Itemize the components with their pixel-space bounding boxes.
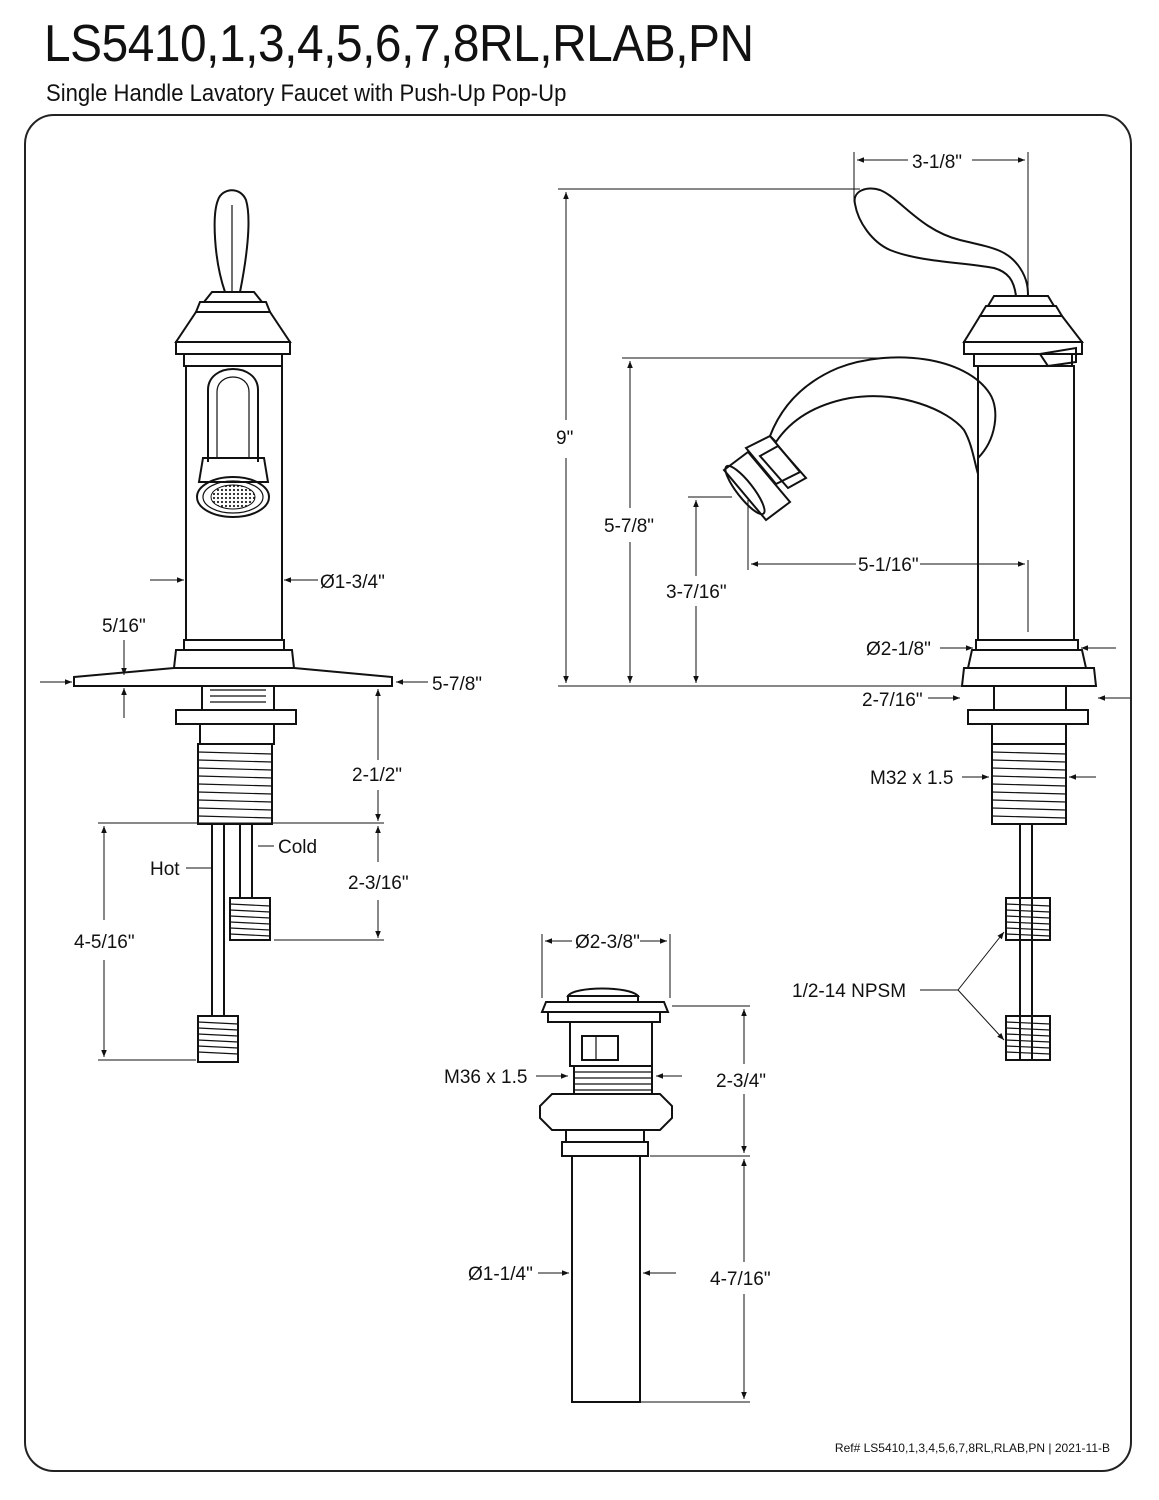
drain-labels: Ø2-3/8" M36 x 1.5 2-3/4" Ø1-1/4" 4-7/16" bbox=[444, 932, 771, 1290]
label-handle-reach: 3-1/8" bbox=[912, 152, 962, 173]
label-supply-thread: 1/2-14 NPSM bbox=[792, 981, 906, 1002]
page-title: LS5410,1,3,4,5,6,7,8RL,RLAB,PN bbox=[44, 15, 754, 73]
label-hot-supply-length: 4-5/16" bbox=[74, 932, 135, 953]
label-flange-width: 5-7/8" bbox=[432, 674, 482, 695]
label-hot: Hot bbox=[150, 859, 180, 880]
label-cold: Cold bbox=[278, 837, 317, 858]
side-view-labels: 3-1/8" 9" 5-7/8" 3-7/16" 5-1/16" Ø2-1/8"… bbox=[556, 152, 962, 1002]
front-view-labels: Ø1-3/4" 5/16" 5-7/8" 2-1/2" Cold Hot 2-3… bbox=[74, 572, 482, 953]
label-shank-length: 2-1/2" bbox=[352, 765, 402, 786]
label-drain-body-height: 2-3/4" bbox=[716, 1071, 766, 1092]
label-base-diameter: Ø2-1/8" bbox=[866, 639, 931, 660]
label-tailpiece-diameter: Ø1-1/4" bbox=[468, 1264, 533, 1285]
side-view-faucet bbox=[722, 187, 1098, 1061]
label-base-width: 2-7/16" bbox=[862, 690, 923, 711]
label-spout-height: 5-7/8" bbox=[604, 516, 654, 537]
page-subtitle: Single Handle Lavatory Faucet with Push-… bbox=[46, 80, 567, 107]
label-clearance-height: 3-7/16" bbox=[666, 582, 727, 603]
label-flange-thickness: 5/16" bbox=[102, 616, 146, 637]
label-drain-thread: M36 x 1.5 bbox=[444, 1067, 527, 1088]
label-overall-height: 9" bbox=[556, 428, 573, 449]
drain-dimensions bbox=[536, 934, 750, 1403]
front-view-faucet bbox=[73, 189, 393, 1063]
front-view-dimensions bbox=[40, 577, 428, 1061]
label-cap-diameter: Ø2-3/8" bbox=[575, 932, 640, 953]
label-tailpiece-length: 4-7/16" bbox=[710, 1269, 771, 1290]
reference-note: Ref# LS5410,1,3,4,5,6,7,8RL,RLAB,PN | 20… bbox=[835, 1441, 1110, 1455]
label-cold-supply-length: 2-3/16" bbox=[348, 873, 409, 894]
label-spout-reach: 5-1/16" bbox=[858, 555, 919, 576]
label-shank-thread: M32 x 1.5 bbox=[870, 768, 953, 789]
drawing-frame bbox=[24, 114, 1132, 1472]
label-body-diameter: Ø1-3/4" bbox=[320, 572, 385, 593]
drain-assembly bbox=[539, 987, 673, 1403]
side-view-dimensions bbox=[558, 152, 1130, 1041]
